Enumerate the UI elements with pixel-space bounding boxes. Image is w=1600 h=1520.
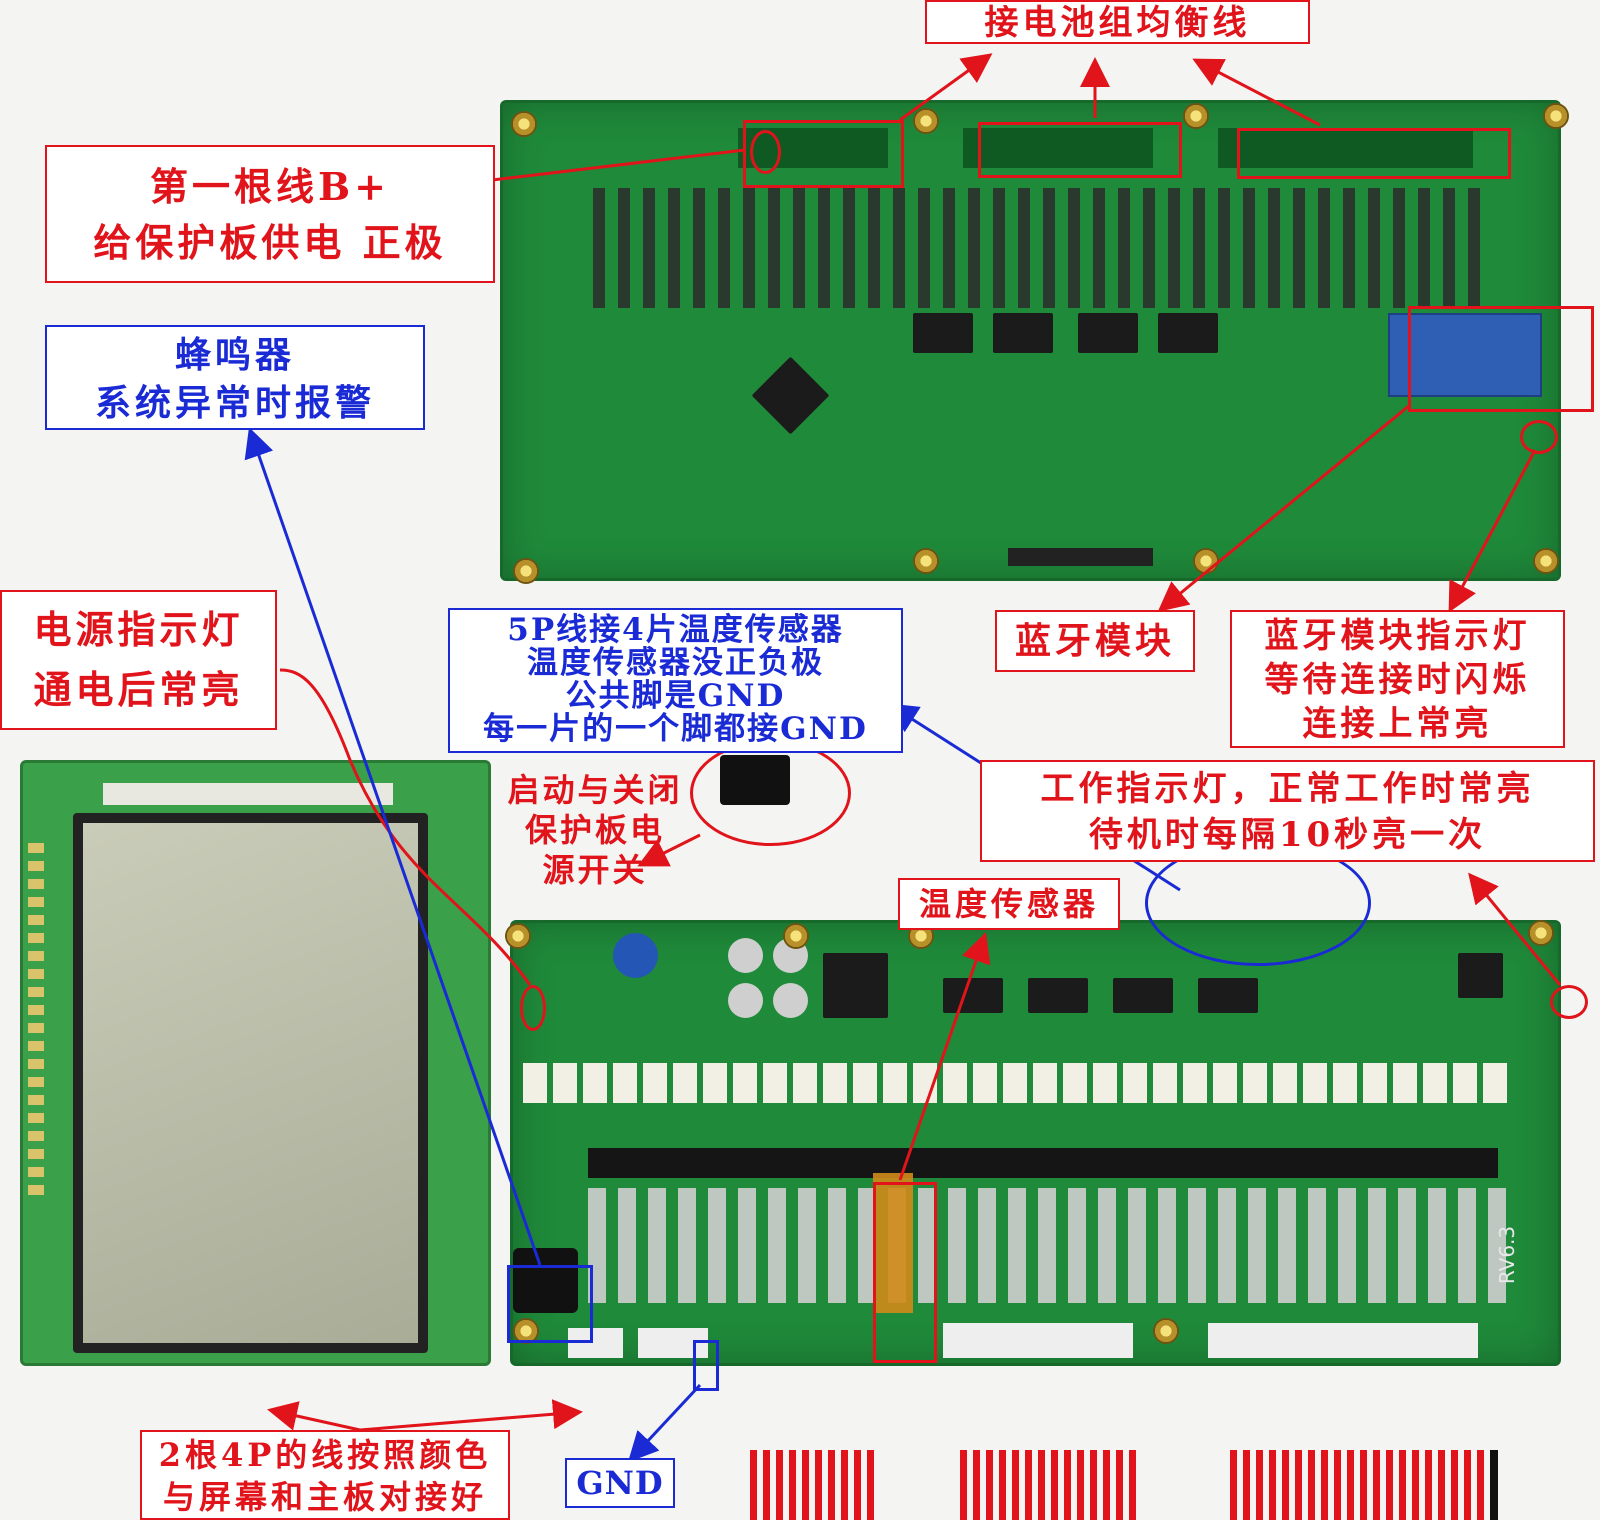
bt-led-line2: 等待连接时闪烁 <box>1264 660 1531 700</box>
b-plus-line2: 给保护板供电 正极 <box>93 220 447 265</box>
temp5p-line2: 温度传感器没正负极 <box>527 645 824 681</box>
callout-work-led: 工作指示灯，正常工作时常亮 待机时每隔10秒亮一次 <box>980 760 1595 862</box>
temp5p-line1: 5P线接4片温度传感器 <box>507 612 844 648</box>
highlight-mid-header <box>978 122 1182 178</box>
callout-buzzer: 蜂鸣器 系统异常时报警 <box>45 325 425 430</box>
highlight-b-plus <box>743 120 904 188</box>
callout-cable: 2根4P的线按照颜色 与屏幕和主板对接好 <box>140 1430 510 1520</box>
bottom-ic-3 <box>1113 978 1173 1013</box>
callout-temp-sensor: 温度传感器 <box>898 878 1120 930</box>
circle-bt-led <box>1520 420 1558 454</box>
power-led-line1: 电源指示灯 <box>33 607 244 652</box>
temp-sensor-tape <box>873 1173 913 1313</box>
temp5p-line4: 每一片的一个脚都接GND <box>483 711 868 747</box>
callout-bt-led: 蓝牙模块指示灯 等待连接时闪烁 连接上常亮 <box>1230 610 1565 748</box>
callout-balance-title: 接电池组均衡线 <box>925 0 1310 44</box>
gnd-text: GND <box>576 1464 664 1502</box>
standoff-br <box>1533 548 1559 574</box>
callout-b-plus: 第一根线B+ 给保护板供电 正极 <box>45 145 495 283</box>
capacitor-blue <box>613 933 658 978</box>
lcd-top-strip <box>103 783 393 805</box>
optocoupler-row <box>523 1063 1513 1103</box>
connector-4p-a <box>568 1328 623 1358</box>
bottom-standoff-tr <box>1528 920 1554 946</box>
standoff-tm2 <box>1183 103 1209 129</box>
capacitor-4 <box>773 983 808 1018</box>
ic-3 <box>1078 313 1138 353</box>
buzzer-line1: 蜂鸣器 <box>174 334 295 376</box>
cable-line1: 2根4P的线按照颜色 <box>158 1436 492 1474</box>
capacitor-1 <box>728 938 763 973</box>
bottom-ic-4 <box>1198 978 1258 1013</box>
switch-line1: 启动与关闭 <box>507 771 683 809</box>
ic-4 <box>1158 313 1218 353</box>
bottom-standoff-b1 <box>1153 1318 1179 1344</box>
callout-gnd: GND <box>565 1458 675 1508</box>
highlight-right-header <box>1237 128 1511 179</box>
balance-title-text: 接电池组均衡线 <box>984 3 1251 43</box>
lcd-pin-strip <box>28 843 44 1203</box>
highlight-bluetooth <box>1408 306 1594 412</box>
standoff-tr <box>1543 103 1569 129</box>
standoff-bl <box>513 558 539 584</box>
bottom-pcb: RV6.3 <box>505 920 1561 1366</box>
work-led-line2: 待机时每隔10秒亮一次 <box>1088 815 1487 855</box>
bottom-header <box>1008 548 1153 566</box>
buzzer <box>513 1248 578 1313</box>
callout-power-led: 电源指示灯 通电后常亮 <box>0 590 277 730</box>
inductor-chip <box>823 953 888 1018</box>
power-led-line2: 通电后常亮 <box>33 667 244 712</box>
balance-stripes-right <box>1230 1450 1490 1520</box>
bluetooth-module <box>1388 313 1542 397</box>
balance-header-right <box>1218 128 1473 168</box>
circle-power-led <box>520 985 546 1031</box>
highlight-temp-sensor <box>873 1182 937 1363</box>
buzzer-line2: 系统异常时报警 <box>94 382 375 424</box>
standoff-bm1 <box>913 548 939 574</box>
standoff-tl <box>511 111 537 137</box>
switch-line3: 源开关 <box>542 851 648 889</box>
b-plus-line1: 第一根线B+ <box>150 164 390 209</box>
highlight-buzzer <box>507 1265 593 1343</box>
bt-module-text: 蓝牙模块 <box>1014 620 1175 662</box>
balance-stripes-left <box>750 1450 880 1520</box>
temp-sensor-text: 温度传感器 <box>918 885 1099 923</box>
lcd-screen <box>73 813 428 1353</box>
bottom-ic-1 <box>943 978 1003 1013</box>
bottom-mcu <box>1458 953 1503 998</box>
bt-led-line1: 蓝牙模块指示灯 <box>1264 616 1531 656</box>
highlight-gnd-pin <box>693 1340 719 1391</box>
balance-stripe-black <box>1490 1450 1498 1520</box>
connector-balance-mid <box>943 1323 1133 1358</box>
mosfet-row <box>588 1148 1498 1178</box>
bt-led-line3: 连接上常亮 <box>1302 704 1493 744</box>
temp5p-line3: 公共脚是GND <box>565 678 786 714</box>
circle-b-plus-pin <box>750 130 781 174</box>
callout-temp-5p: 5P线接4片温度传感器 温度传感器没正负极 公共脚是GND 每一片的一个脚都接G… <box>448 608 903 753</box>
mosfet-array <box>593 188 1493 308</box>
balance-stripes-mid <box>960 1450 1140 1520</box>
cable-line2: 与屏幕和主板对接好 <box>162 1478 487 1516</box>
standoff-bm2 <box>1193 548 1219 574</box>
capacitor-3 <box>728 983 763 1018</box>
switch-line2: 保护板电 <box>524 811 665 849</box>
work-led-line1: 工作指示灯，正常工作时常亮 <box>1040 769 1535 809</box>
bottom-standoff-tl <box>505 923 531 949</box>
ic-2 <box>993 313 1053 353</box>
circle-work-led <box>1550 985 1588 1019</box>
ic-1 <box>913 313 973 353</box>
connector-4p-b <box>638 1328 708 1358</box>
top-pcb <box>500 100 1569 584</box>
bottom-ic-2 <box>1028 978 1088 1013</box>
callout-bt-module: 蓝牙模块 <box>995 610 1195 672</box>
bottom-standoff-t1 <box>783 923 809 949</box>
balance-header-mid <box>963 128 1153 168</box>
connector-balance-right <box>1208 1323 1478 1358</box>
standoff-tm1 <box>913 108 939 134</box>
bottom-standoff-bl <box>513 1318 539 1344</box>
resistor-grid <box>588 1188 1518 1303</box>
switch-label: 启动与关闭 保护板电 源开关 <box>495 770 695 890</box>
